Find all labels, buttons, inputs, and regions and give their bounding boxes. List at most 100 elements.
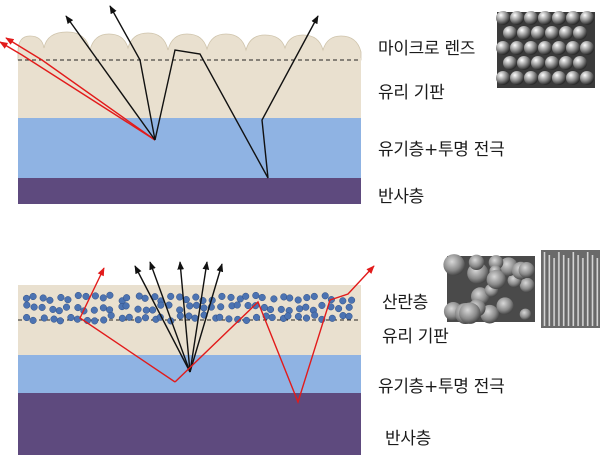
- scattering-particle: [141, 294, 149, 302]
- scattering-particle: [55, 307, 63, 315]
- scattering-particle: [62, 303, 71, 311]
- scattering-particle: [149, 306, 157, 314]
- scattering-particle: [258, 293, 266, 302]
- scattering-particle: [266, 305, 275, 314]
- micro-lens-array: [17, 31, 362, 61]
- scattering-particle: [99, 304, 107, 312]
- top-panel: [0, 5, 595, 204]
- scattering-particle: [311, 311, 319, 319]
- scattering-particle: [106, 291, 114, 299]
- scattering-particle: [38, 303, 46, 311]
- scattering-particle: [176, 293, 184, 301]
- scattering-particle: [296, 305, 304, 313]
- nanorod-array-photo: [541, 250, 600, 328]
- scattering-particle: [46, 296, 54, 304]
- scattering-particle: [167, 292, 175, 300]
- scattering-particle: [348, 296, 356, 304]
- scattering-particle: [118, 314, 126, 322]
- scattering-particle: [252, 291, 260, 300]
- scattering-particle: [339, 297, 347, 305]
- scattering-particle: [328, 314, 336, 322]
- scattering-particle: [39, 294, 47, 302]
- scattering-particle: [244, 301, 252, 310]
- black-ray: [149, 261, 191, 373]
- red-ray: [174, 265, 375, 405]
- scattering-particle: [91, 317, 99, 325]
- scattering-particle: [91, 292, 99, 300]
- red-ray: [0, 41, 156, 141]
- scattering-particle: [227, 293, 235, 301]
- scattering-particle: [242, 316, 251, 324]
- scattering-particle: [29, 316, 37, 324]
- scattering-particle: [345, 312, 353, 320]
- scattering-particle: [217, 303, 225, 311]
- black-ray: [65, 15, 156, 141]
- scattering-particle: [64, 296, 72, 304]
- scattering-particle: [268, 313, 276, 322]
- bottom-panel: [18, 250, 600, 455]
- scattering-particle: [200, 304, 208, 312]
- label-organic-layer-bottom: 유기층+투명 전극: [378, 377, 505, 397]
- scattering-particle: [335, 305, 343, 313]
- scattering-particle: [234, 315, 242, 323]
- scattering-particle: [49, 305, 57, 313]
- scattering-particle: [233, 301, 241, 309]
- scattering-particle: [286, 294, 294, 302]
- scattering-particle: [303, 294, 311, 302]
- scattering-particle: [176, 306, 184, 314]
- scattering-particle: [185, 312, 193, 320]
- scattering-particle: [225, 315, 233, 323]
- scattering-particle: [252, 313, 261, 321]
- label-scattering-layer: 산란층: [382, 293, 429, 313]
- black-ray: [134, 265, 191, 373]
- black-ray: [109, 5, 156, 141]
- black-ray: [177, 261, 191, 373]
- scattering-particle: [321, 292, 329, 300]
- scattering-particle: [29, 292, 37, 301]
- label-organic-layer-top: 유기층+투명 전극: [378, 140, 505, 160]
- scattering-particle: [107, 311, 115, 320]
- label-glass-substrate-bottom: 유리 기판: [382, 327, 449, 347]
- red-ray: [79, 267, 176, 383]
- scattering-particle: [270, 295, 278, 303]
- scattering-particle: [345, 303, 353, 311]
- scattering-particle: [82, 292, 90, 300]
- black-ray: [189, 263, 224, 373]
- glass-substrate-bottom: [18, 320, 361, 355]
- scattering-particle: [294, 296, 302, 304]
- scattering-particle: [67, 313, 75, 322]
- scattering-particle: [302, 314, 311, 322]
- red-ray: [5, 37, 156, 141]
- scattering-particle: [142, 306, 150, 314]
- scattering-particle: [176, 312, 184, 320]
- scattering-particles: [22, 291, 356, 325]
- scattering-particle: [157, 301, 165, 309]
- scattering-particle: [310, 292, 318, 300]
- scattering-particle: [40, 314, 48, 322]
- scattering-particle: [186, 302, 194, 310]
- reflective-layer-bottom: [18, 393, 361, 455]
- scattering-particle: [23, 301, 31, 309]
- scattering-particle: [216, 313, 224, 321]
- scattering-particle: [192, 293, 200, 301]
- scattering-particle: [277, 305, 285, 313]
- scattering-particle: [339, 312, 347, 320]
- scattering-particle: [23, 313, 31, 322]
- rays-top: [0, 5, 319, 179]
- black-ray: [189, 261, 210, 373]
- scattering-particle: [242, 292, 250, 300]
- glass-substrate-top: [18, 58, 361, 118]
- scattering-particle: [134, 305, 142, 313]
- scattering-particle: [134, 316, 142, 324]
- scattering-particle: [294, 312, 302, 321]
- organic-layer-top: [18, 118, 361, 178]
- scattering-particle: [74, 291, 82, 300]
- scattering-particle: [30, 303, 38, 311]
- reflective-layer-top: [18, 178, 361, 204]
- scattering-particle: [22, 294, 31, 302]
- scattering-particle: [302, 303, 310, 311]
- scattering-particles-photo: [443, 254, 535, 324]
- scattering-particle: [56, 317, 64, 325]
- black-ray: [154, 15, 319, 179]
